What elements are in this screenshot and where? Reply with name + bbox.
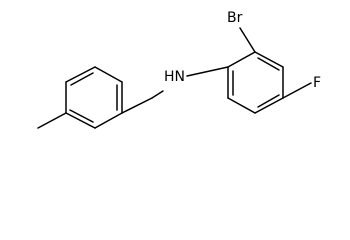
ring-double-bond xyxy=(257,57,280,71)
methyl-bond xyxy=(37,112,67,129)
ch2-nitrogen-bond xyxy=(151,90,164,99)
benzyl-ch2-bond xyxy=(121,97,153,114)
ring-bond xyxy=(227,51,256,68)
ring-bond xyxy=(94,112,123,129)
ring-bond xyxy=(65,66,96,83)
ring-bond xyxy=(254,51,284,68)
ring-double-bond xyxy=(70,72,94,86)
bromofluorophenyl-ring xyxy=(227,51,284,114)
ring-bond xyxy=(94,66,123,83)
bromine-label: Br xyxy=(227,10,243,26)
bromine-bond xyxy=(239,27,256,53)
fluorine-label: F xyxy=(313,75,321,91)
ring-bond xyxy=(254,97,284,114)
ring-double-bond xyxy=(257,94,280,108)
fluorine-bond xyxy=(282,82,312,99)
amine-label: HN xyxy=(164,69,185,85)
nitrogen-aryl-bond xyxy=(186,66,229,77)
chemical-structure-diagram: HN Br F xyxy=(37,10,321,129)
methylphenyl-ring xyxy=(65,66,123,129)
ring-double-bond xyxy=(69,109,94,123)
ring-bond xyxy=(227,97,256,114)
ring-bond xyxy=(65,112,96,129)
